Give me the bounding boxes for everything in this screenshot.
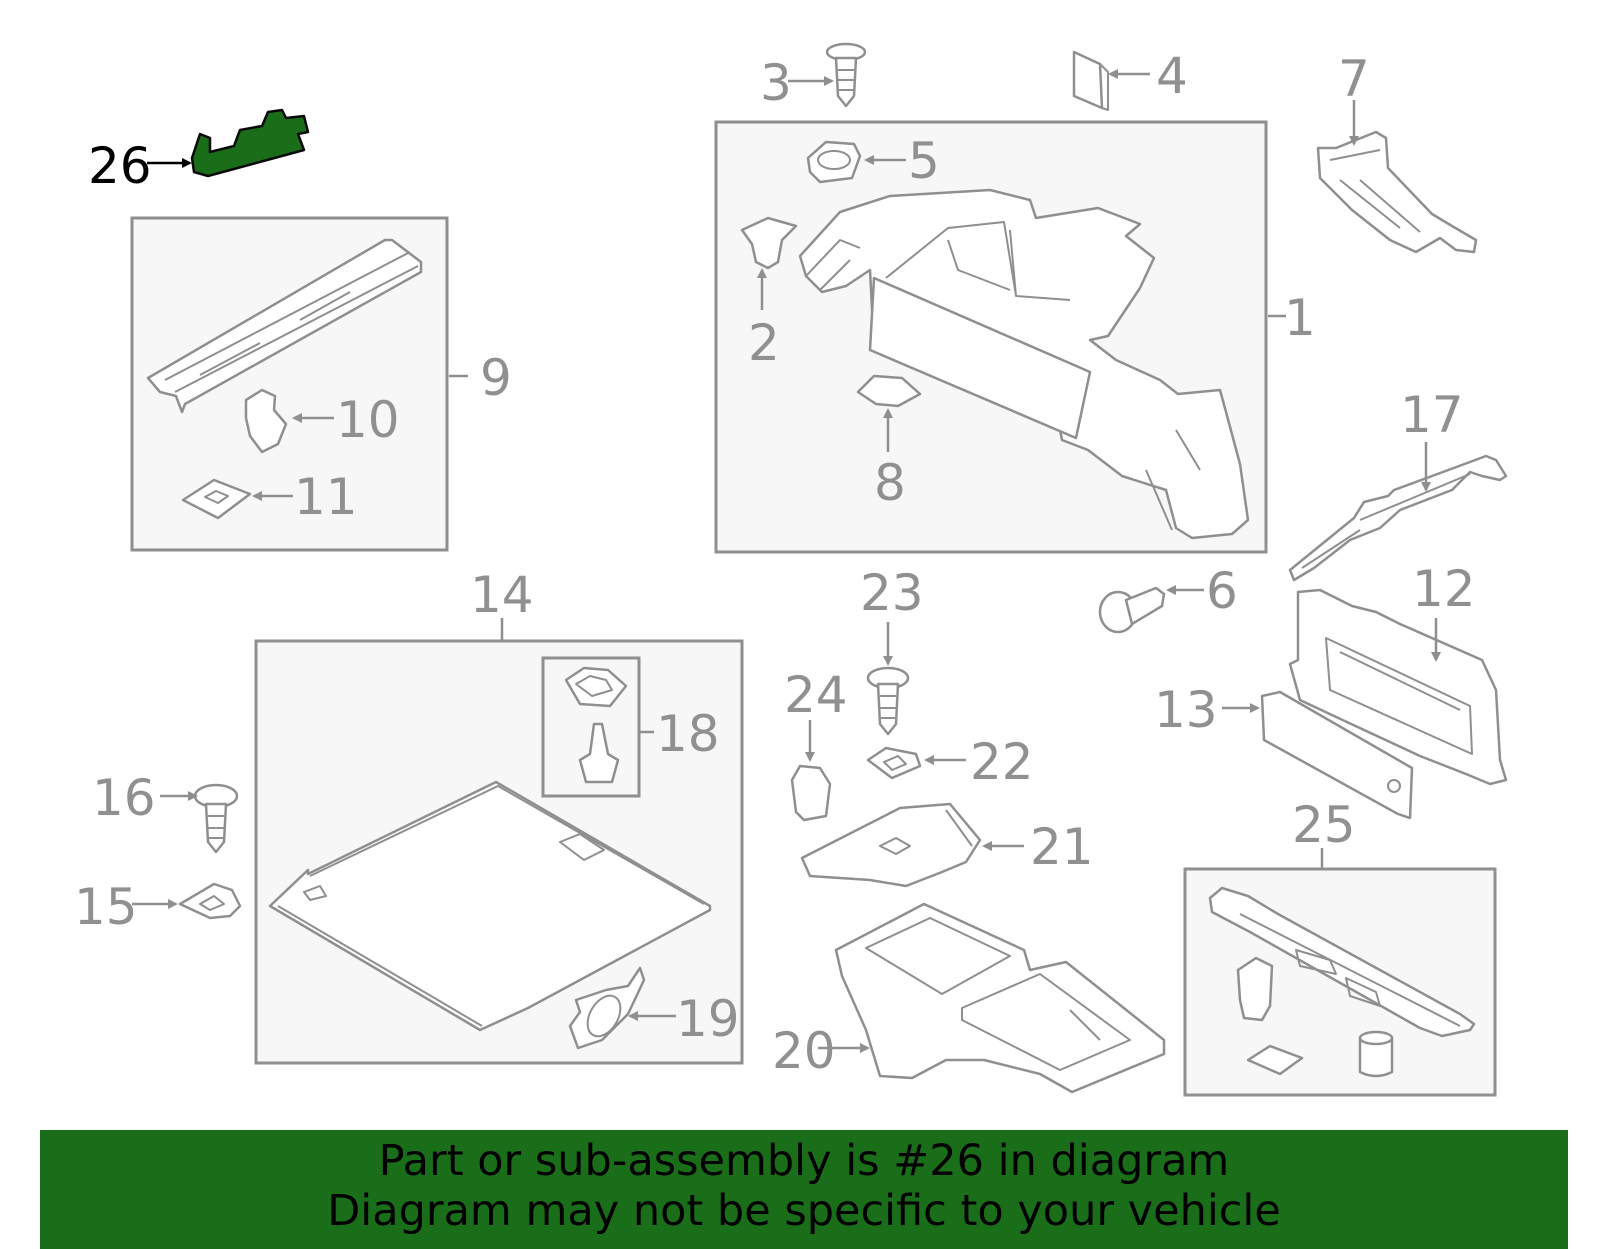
part-3-push-pin: 3 xyxy=(760,42,867,112)
part-10-clip: 10 xyxy=(244,388,400,454)
callout-15: 15 xyxy=(74,878,138,936)
part-6-pin: 6 xyxy=(1098,562,1238,634)
callout-4: 4 xyxy=(1156,47,1188,105)
callout-10: 10 xyxy=(336,391,400,449)
part-5-grommet: 5 xyxy=(806,132,940,190)
banner-line-2: Diagram may not be specific to your vehi… xyxy=(327,1186,1281,1236)
part-7-bracket: 7 xyxy=(1316,50,1478,254)
callout-5: 5 xyxy=(908,132,940,190)
callout-11: 11 xyxy=(294,468,358,526)
part-25-assembly: 25 xyxy=(1208,796,1476,1078)
part-17-rail: 17 xyxy=(1288,386,1508,582)
callout-12: 12 xyxy=(1412,560,1476,618)
callout-21: 21 xyxy=(1030,818,1094,876)
callout-1: 1 xyxy=(1284,289,1316,347)
part-9-sill-plate: 9 xyxy=(146,238,512,414)
callout-26: 26 xyxy=(88,137,152,195)
part-23-push-pin: 23 xyxy=(860,564,924,736)
callout-3: 3 xyxy=(760,54,792,112)
part-4-clip: 4 xyxy=(1072,47,1188,111)
callout-14: 14 xyxy=(470,566,534,624)
part-19-bracket: 19 xyxy=(568,966,740,1050)
part-1-trunk-side-trim: 1 xyxy=(798,188,1316,540)
part-16-push-pin: 16 xyxy=(92,769,239,854)
info-banner: Part or sub-assembly is #26 in diagram D… xyxy=(40,1130,1568,1249)
part-13-strip: 13 xyxy=(1154,681,1414,820)
callout-2: 2 xyxy=(748,314,780,372)
part-12-panel: 12 xyxy=(1288,560,1508,786)
callout-6: 6 xyxy=(1206,562,1238,620)
callout-8: 8 xyxy=(874,454,906,512)
part-21-bracket: 21 xyxy=(800,802,1094,888)
callout-19: 19 xyxy=(676,990,740,1048)
part-26-highlighted[interactable]: 26 xyxy=(88,108,310,195)
part-18-plug: 18 xyxy=(564,666,720,784)
part-20-storage-tray: 20 xyxy=(772,902,1166,1094)
callout-16: 16 xyxy=(92,769,156,827)
callout-7: 7 xyxy=(1338,50,1370,108)
part-24-clip: 24 xyxy=(784,666,848,822)
callout-25: 25 xyxy=(1292,796,1356,854)
part-8-cover: 8 xyxy=(856,374,922,512)
banner-line-1: Part or sub-assembly is #26 in diagram xyxy=(378,1136,1230,1186)
callout-22: 22 xyxy=(970,733,1034,791)
callout-18: 18 xyxy=(656,705,720,763)
callout-20: 20 xyxy=(772,1022,836,1080)
part-22-pad: 22 xyxy=(866,733,1034,791)
part-15-grommet: 15 xyxy=(74,878,242,936)
part-2-fastener: 2 xyxy=(740,216,798,372)
callout-24: 24 xyxy=(784,666,848,724)
part-11-pad: 11 xyxy=(181,468,358,526)
callout-13: 13 xyxy=(1154,681,1218,739)
part-14-cargo-floor: 14 xyxy=(268,566,712,1032)
callout-23: 23 xyxy=(860,564,924,622)
callout-17: 17 xyxy=(1400,386,1464,444)
callout-9: 9 xyxy=(480,349,512,407)
